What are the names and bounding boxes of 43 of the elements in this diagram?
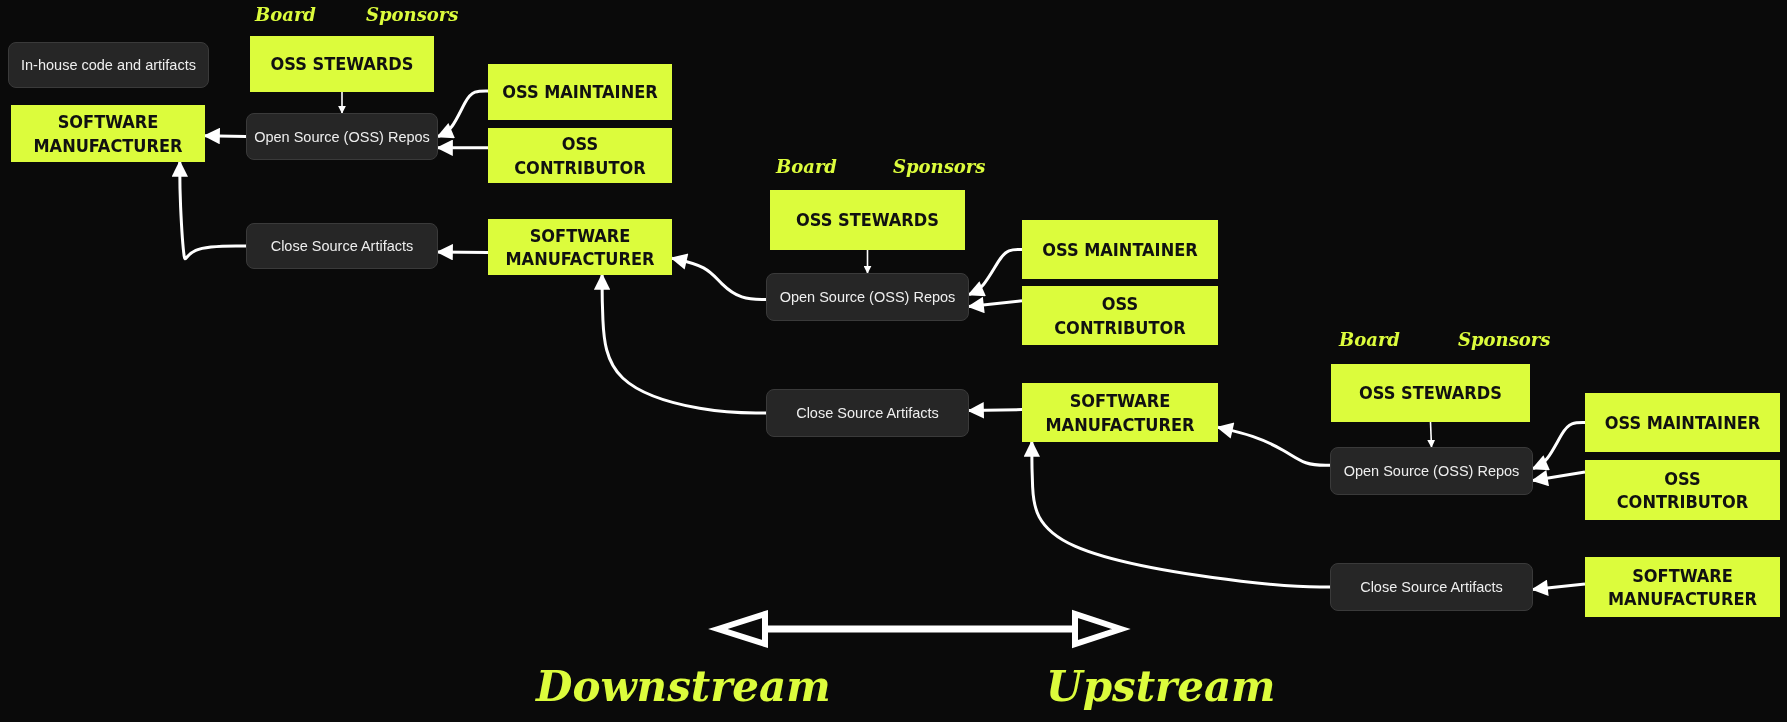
direction-label: Downstream bbox=[536, 662, 831, 711]
role-box: OSS CONTRIBUTOR bbox=[1585, 460, 1780, 520]
role-box: OSS MAINTAINER bbox=[488, 64, 672, 120]
role-label: Board bbox=[1339, 329, 1400, 350]
role-label: Board bbox=[255, 4, 316, 25]
arrow bbox=[967, 402, 1023, 419]
artifact-box: In-house code and artifacts bbox=[8, 42, 209, 88]
arrow bbox=[436, 243, 489, 261]
arrow bbox=[171, 160, 246, 260]
artifact-box: Close Source Artifacts bbox=[1330, 563, 1533, 611]
arrow bbox=[1531, 470, 1586, 487]
arrow bbox=[967, 248, 1022, 297]
direction-label: Upstream bbox=[1046, 662, 1276, 711]
role-label: Sponsors bbox=[366, 4, 459, 25]
role-box: OSS STEWARDS bbox=[250, 36, 434, 92]
artifact-box: Open Source (OSS) Repos bbox=[246, 113, 438, 160]
role-box: SOFTWARE MANUFACTURER bbox=[1585, 557, 1780, 617]
arrow bbox=[593, 273, 766, 415]
role-box: OSS CONTRIBUTOR bbox=[1022, 286, 1218, 345]
arrow bbox=[338, 91, 346, 114]
role-label: Board bbox=[776, 156, 837, 177]
artifact-box: Close Source Artifacts bbox=[246, 223, 438, 269]
arrow bbox=[863, 249, 872, 274]
artifact-box: Open Source (OSS) Repos bbox=[1330, 447, 1533, 495]
arrow bbox=[1023, 440, 1330, 589]
arrow bbox=[967, 296, 1023, 314]
role-label: Sponsors bbox=[893, 156, 986, 177]
artifact-box: Open Source (OSS) Repos bbox=[766, 273, 969, 321]
role-box: SOFTWARE MANUFACTURER bbox=[1022, 383, 1218, 442]
role-box: SOFTWARE MANUFACTURER bbox=[11, 105, 205, 162]
arrow bbox=[1531, 421, 1585, 471]
arrow bbox=[436, 89, 488, 139]
role-box: OSS MAINTAINER bbox=[1022, 220, 1218, 279]
role-box: OSS STEWARDS bbox=[1331, 364, 1530, 422]
arrow bbox=[436, 139, 488, 157]
role-box: OSS CONTRIBUTOR bbox=[488, 128, 672, 183]
arrow bbox=[1427, 421, 1436, 448]
role-box: SOFTWARE MANUFACTURER bbox=[488, 219, 672, 275]
role-box: OSS MAINTAINER bbox=[1585, 393, 1780, 452]
artifact-box: Close Source Artifacts bbox=[766, 389, 969, 437]
role-label: Sponsors bbox=[1458, 329, 1551, 350]
role-box: OSS STEWARDS bbox=[770, 190, 965, 250]
arrow bbox=[1531, 579, 1586, 597]
